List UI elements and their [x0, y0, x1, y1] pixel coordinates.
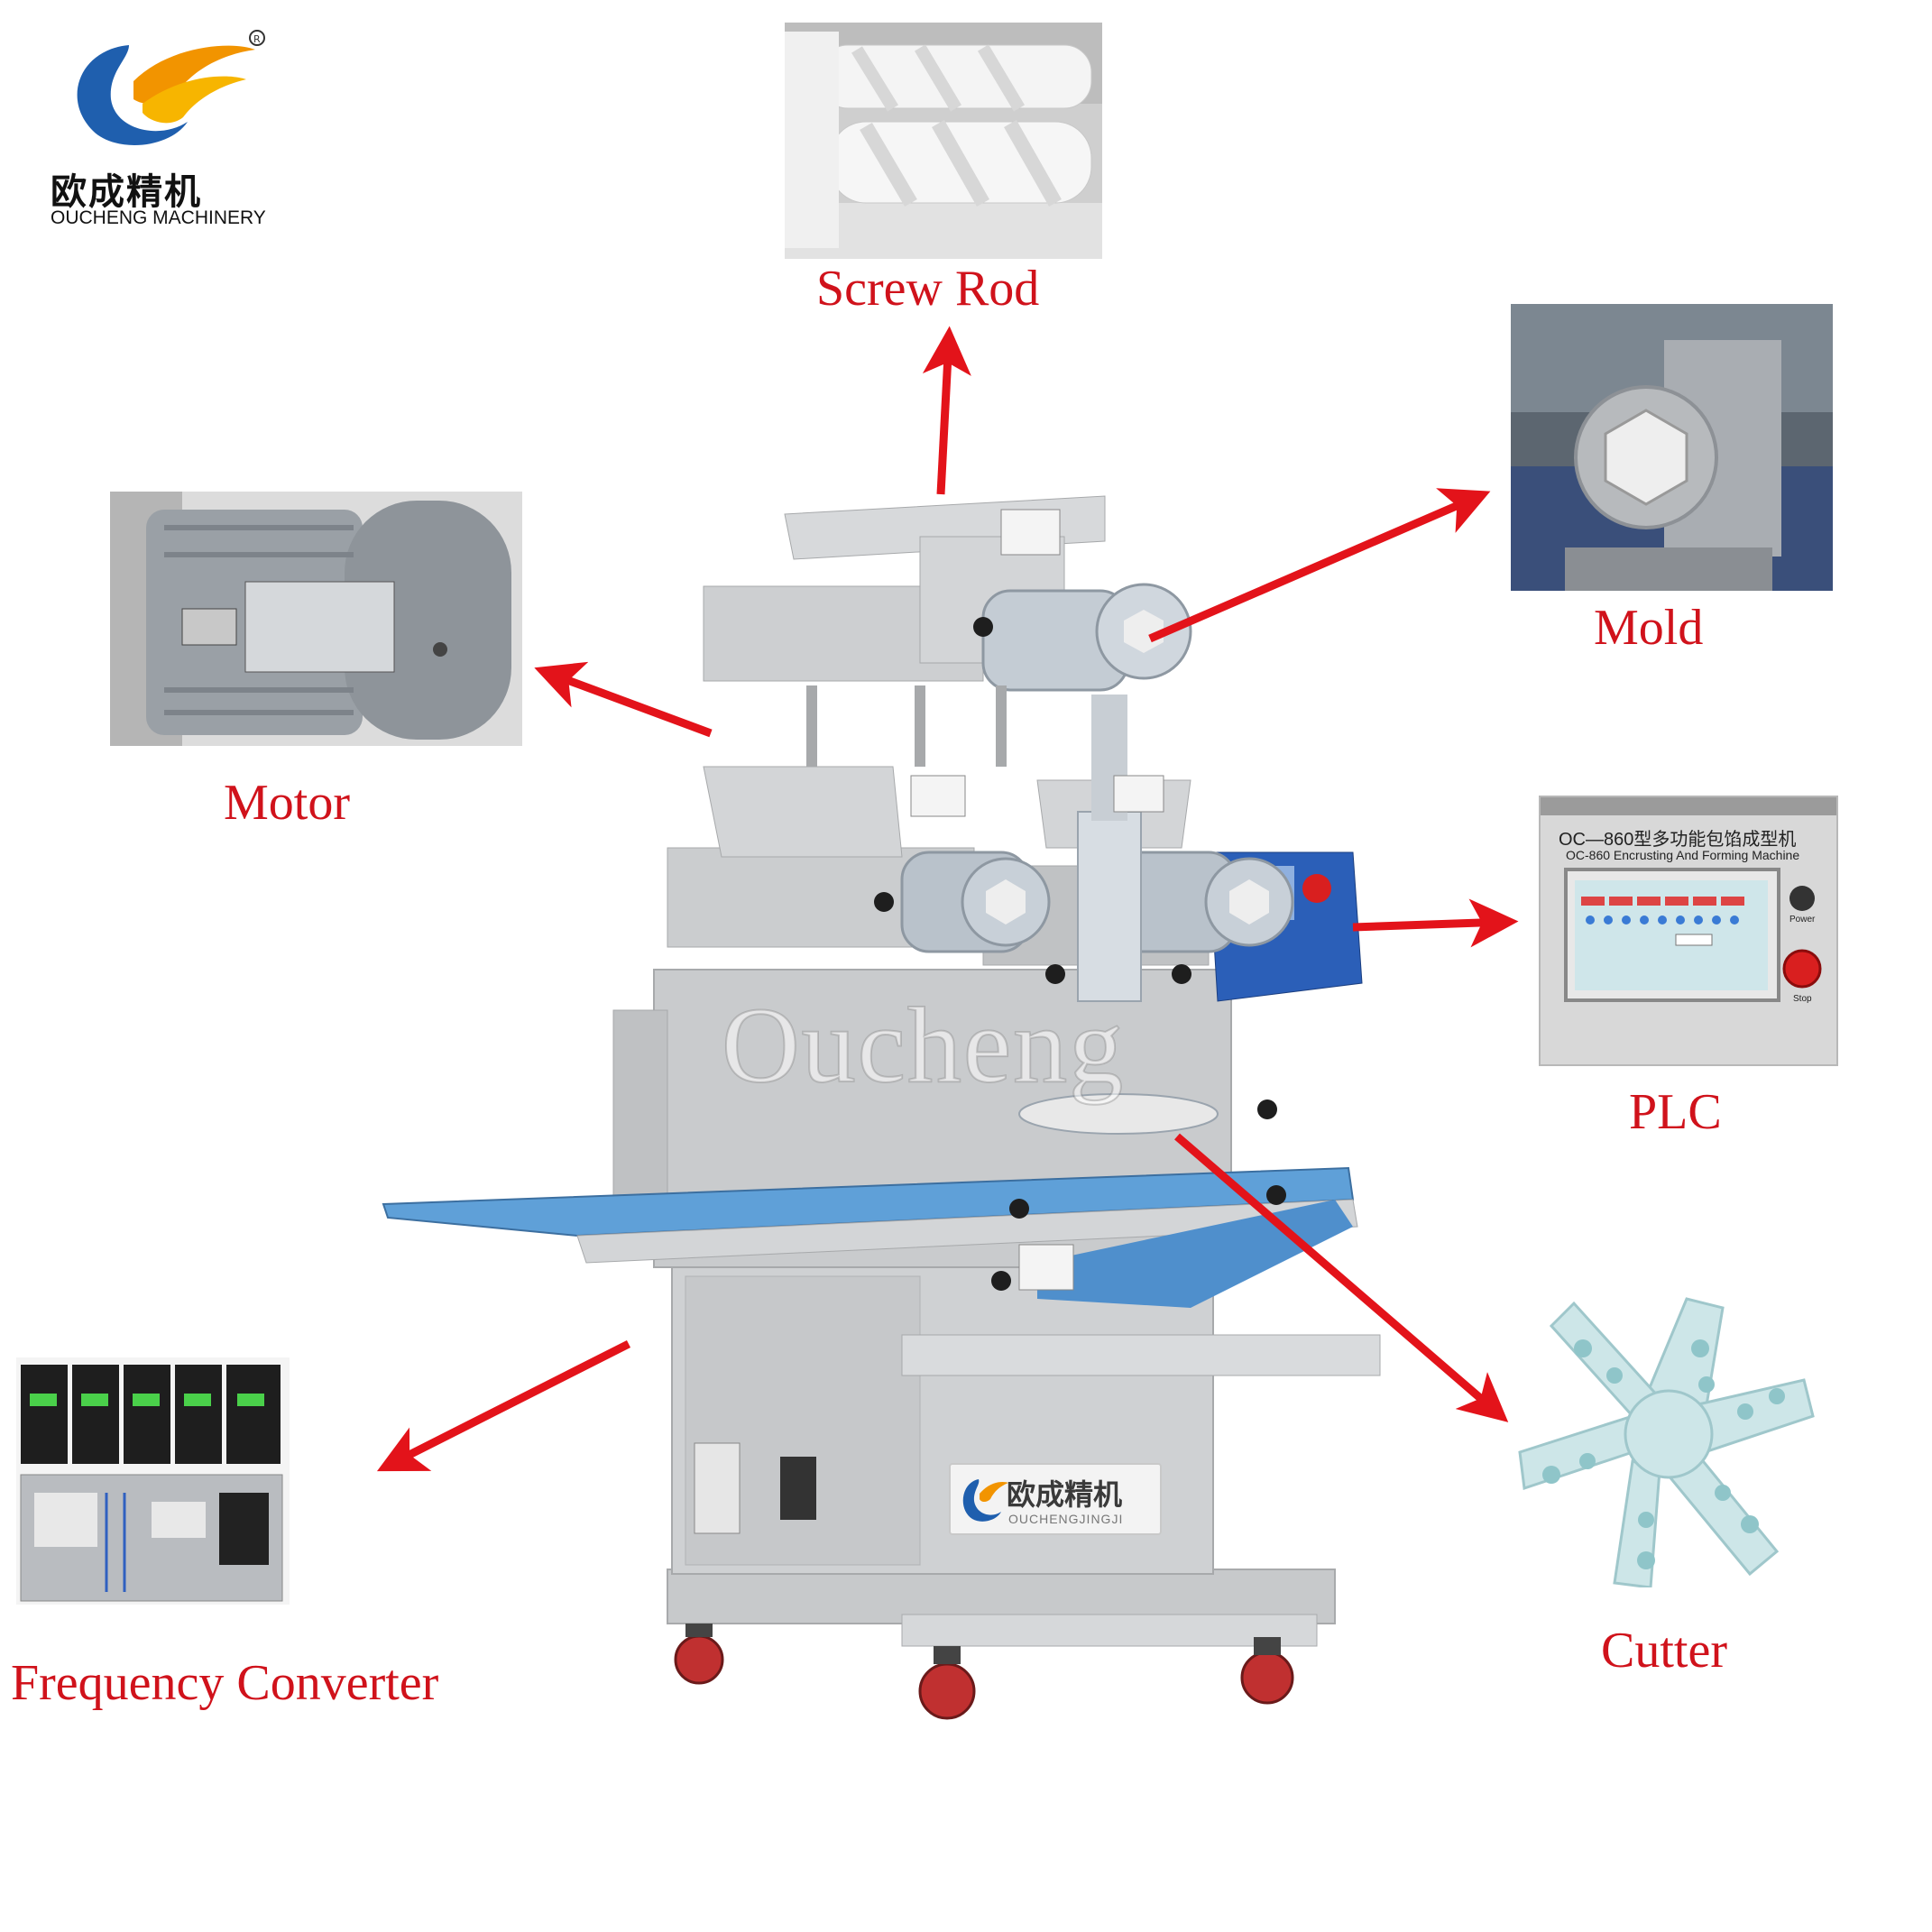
arrow-mold [1148, 488, 1491, 643]
machine-base [667, 1569, 1336, 1720]
brand-name-chinese: 欧成精机 [51, 171, 202, 213]
mold-photo [1511, 304, 1833, 591]
motor-photo [110, 492, 522, 746]
plc-power-label: Power [1789, 915, 1816, 925]
cutter-shape-icon [1518, 1297, 1815, 1587]
label-frequency-converter: Frequency Converter [11, 1655, 439, 1711]
label-screw-rod: Screw Rod [816, 261, 1040, 317]
screw-rod-photo [785, 23, 1102, 259]
plc-title-english: OC-860 Encrusting And Forming Machine [1566, 848, 1800, 862]
machine-logo-chinese: 欧成精机 [1007, 1477, 1123, 1512]
label-cutter: Cutter [1601, 1623, 1727, 1679]
brand-logo: R 欧成精机 OUCHENG MACHINERY [43, 27, 278, 228]
machine-logo-plate: 欧成精机 OUCHENGJINGJI [949, 1463, 1162, 1535]
plc-title-chinese: OC—860型多功能包馅成型机 [1559, 830, 1797, 850]
svg-text:R: R [253, 33, 261, 45]
plc-stop-label: Stop [1793, 994, 1812, 1004]
label-motor: Motor [224, 775, 350, 831]
plc-photo: OC—860型多功能包馅成型机 OC-860 Encrusting And Fo… [1539, 796, 1838, 1066]
brand-name-english: OUCHENG MACHINERY [51, 207, 266, 228]
frequency-converter-photo [16, 1357, 290, 1605]
arrow-cutter [1174, 1133, 1509, 1422]
label-mold: Mold [1594, 600, 1704, 656]
brand-logo-icon: R [77, 30, 265, 146]
cutter-photo [1515, 1281, 1822, 1587]
watermark: Oucheng [721, 984, 1126, 1106]
arrow-frequency-converter [376, 1339, 631, 1472]
label-plc: PLC [1629, 1084, 1722, 1140]
machine-logo-icon [962, 1479, 1008, 1522]
arrow-motor [534, 661, 713, 738]
arrow-plc [1352, 898, 1519, 948]
arrow-screw-rod [922, 326, 971, 495]
machine-logo-english: OUCHENGJINGJI [1008, 1512, 1124, 1526]
